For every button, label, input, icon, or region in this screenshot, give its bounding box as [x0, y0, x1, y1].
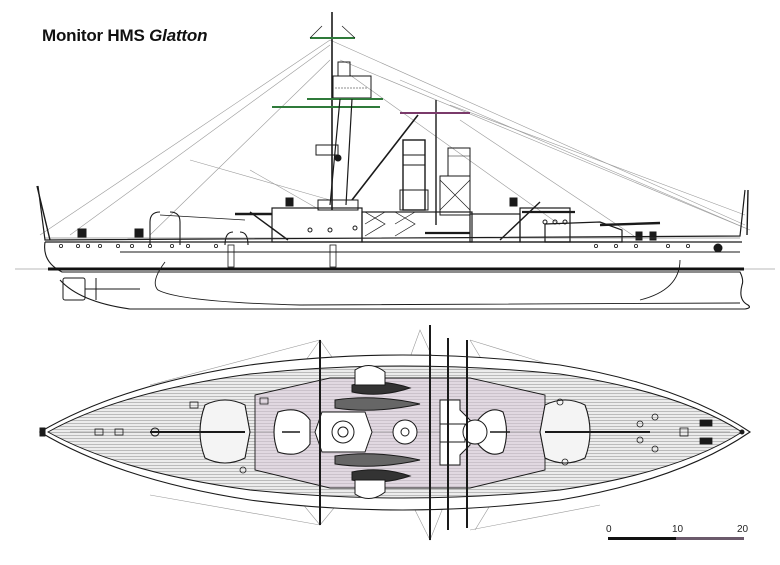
- portholes: [59, 243, 691, 248]
- superstructure: [249, 199, 571, 243]
- rigging-lines: [39, 39, 751, 241]
- title-prefix: Monitor HMS: [42, 26, 145, 45]
- plan-fore-turret: [477, 399, 650, 464]
- scale-bar-segment-0-10: [608, 537, 676, 540]
- stern-flagstaff: [36, 185, 51, 241]
- drawing-title: Monitor HMS Glatton: [42, 26, 207, 46]
- fore-turret: [522, 210, 661, 243]
- plan-masts: [319, 325, 468, 540]
- light-guns: [77, 197, 657, 241]
- funnel: [399, 139, 429, 211]
- bow-jackstaff: [746, 189, 749, 236]
- rudder: [62, 277, 140, 301]
- stern-capstan: [39, 427, 46, 437]
- main-mast: [272, 12, 383, 210]
- hull: [15, 185, 775, 310]
- plan-boats: [334, 365, 421, 499]
- profile-view: [15, 12, 775, 310]
- scale-tick-label-20: 20: [737, 524, 749, 535]
- deck-fittings: [94, 397, 713, 474]
- aft-turret: [235, 212, 470, 235]
- boat-davits: [149, 211, 249, 246]
- derrick-post: [351, 100, 471, 225]
- bow-anchor: [713, 243, 723, 253]
- scale-tick-label-10: 10: [672, 524, 684, 535]
- scale-bar: [608, 537, 744, 540]
- title-ship-name: Glatton: [149, 26, 208, 45]
- scale-tick-label-0: 0: [606, 524, 612, 535]
- plan-aft-turret: [150, 399, 311, 464]
- scale-bar-segment-10-20: [676, 537, 744, 540]
- ladders: [227, 244, 337, 268]
- plan-view: [38, 325, 751, 541]
- bow-fairlead: [739, 429, 745, 435]
